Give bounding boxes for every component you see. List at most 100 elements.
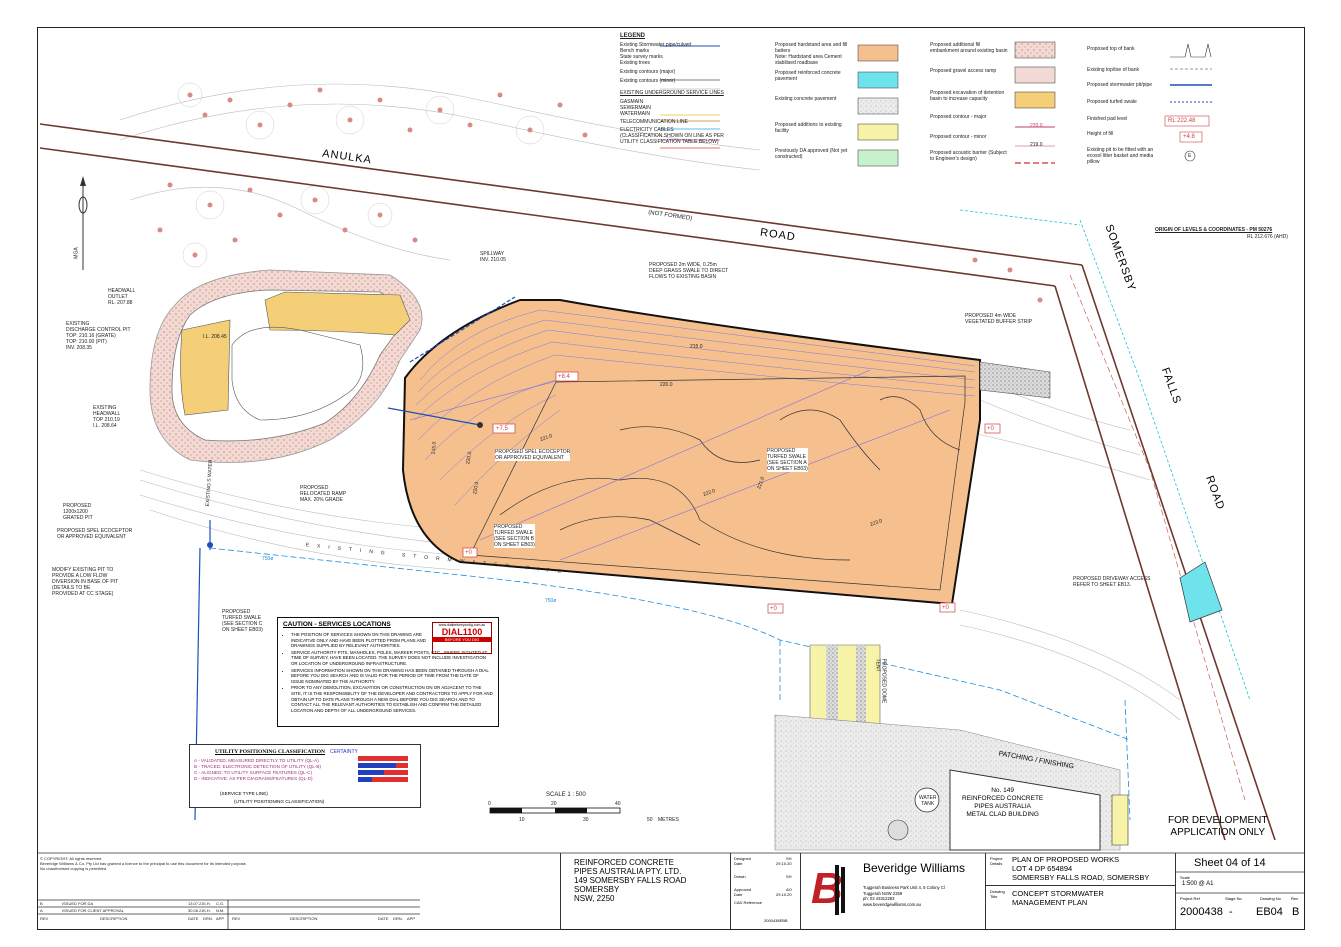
scale-tick: 40 bbox=[615, 801, 621, 807]
drawing-label: Drawing Title bbox=[990, 889, 1005, 899]
rev-desc: ISSUED FOR CLIENT APPROVAL bbox=[62, 908, 124, 913]
scale-tick: 10 bbox=[519, 817, 525, 823]
rev-header: DRN. bbox=[393, 916, 403, 921]
level-tag: +0 bbox=[987, 426, 994, 432]
meta-row: Date 29.10.20 bbox=[734, 892, 792, 897]
legend-item: Proposed excavation of detention basin t… bbox=[930, 90, 1005, 102]
caution-title: CAUTION - SERVICES LOCATIONS bbox=[283, 621, 391, 628]
upc-note: (UTILITY POSITIONING CLASSIFICATION) bbox=[234, 799, 325, 804]
caution-item: PRIOR TO ANY DEMOLITION, EXCAVATION OR C… bbox=[291, 685, 493, 713]
legend-item: Existing Stormwater pipe/culvert bbox=[620, 42, 692, 48]
rev-header: DRN. bbox=[203, 916, 213, 921]
sheet-cell: Sheet 04 of 14 Scale 1:500 @ A1 Project … bbox=[1175, 853, 1305, 930]
dial-url: www.dialbeforeyoudig.com.au bbox=[438, 623, 486, 627]
stage-no: - bbox=[1229, 906, 1233, 918]
certainty-bars bbox=[358, 756, 408, 782]
ref-values: 2000438 - EB04 B bbox=[1180, 906, 1306, 918]
company-cell: B Beveridge Williams Tuggerah Business P… bbox=[800, 853, 985, 930]
contour-label: 215.0 bbox=[690, 344, 703, 350]
upc-row: D - INDICATIVE: AS PER DIAGRAMS/FEATURES… bbox=[194, 776, 313, 781]
legend-col4: Proposed top of bank Existing top/toe of… bbox=[1087, 46, 1167, 165]
scale-tick: 30 bbox=[583, 817, 589, 823]
legend-item: Bench marks bbox=[620, 48, 650, 54]
upc-row: B - TRACED: ELECTRONIC DETECTION OF UTIL… bbox=[194, 764, 321, 769]
level-tag: +0 bbox=[942, 605, 949, 611]
spel-ecoceptor-label: PROPOSED SPEL ECOCEPTOR OR APPROVED EQUI… bbox=[495, 449, 571, 461]
dial-number: DIAL1100 bbox=[441, 627, 483, 637]
legend-item: Proposed additional fill embankment arou… bbox=[930, 42, 1008, 54]
legend-item: Proposed acoustic barrier (Subject to En… bbox=[930, 150, 1007, 162]
upc-rows: A - VALIDATED: MEASURED DIRECTLY TO UTIL… bbox=[194, 758, 321, 782]
upc-service-type: (SERVICE TYPE LINE) bbox=[220, 791, 268, 796]
service-item: GASMAIN bbox=[620, 99, 644, 105]
level-tag: +0 bbox=[465, 550, 472, 556]
project-details: PLAN OF PROPOSED WORKS LOT 4 DP 654894 S… bbox=[1012, 855, 1150, 882]
spillway-label: SPILLWAY INV. 210.05 bbox=[480, 251, 506, 263]
rev-app: N.M. bbox=[216, 908, 225, 913]
utility-classification-table: UTILITY POSITIONING CLASSIFICATION CERTA… bbox=[189, 744, 421, 808]
rev-header: REV bbox=[232, 916, 241, 921]
legend-item: Proposed additions to existing facility bbox=[775, 122, 842, 134]
development-note: FOR DEVELOPMENT APPLICATION ONLY bbox=[1168, 815, 1268, 838]
building-label: No. 149 REINFORCED CONCRETE PIPES AUSTRA… bbox=[962, 787, 1044, 818]
pad-level: RL 222.48 bbox=[1168, 118, 1196, 124]
legend-col3: Proposed additional fill embankment arou… bbox=[930, 42, 1010, 162]
contour-label: 215.0 bbox=[430, 441, 438, 455]
scale-label: SCALE 1 : 500 bbox=[546, 792, 586, 798]
client-cell: REINFORCED CONCRETE PIPES AUSTRALIA PTY.… bbox=[560, 853, 730, 930]
driveway-label: PROPOSED DRIVEWAY ACCESS REFER TO SHEET … bbox=[1073, 576, 1151, 588]
legend-col2: Proposed hardstand area and fill batters… bbox=[775, 42, 853, 168]
caution-item: SERVICES INFORMATION SHOWN ON THIS DRAWI… bbox=[291, 668, 493, 685]
rev-header: DESCRIPTION bbox=[100, 916, 128, 921]
legend-item: Existing top/toe of bank bbox=[1087, 67, 1139, 73]
caution-item: SERVICE AUTHORITY PITS, MANHOLES, POLES,… bbox=[291, 650, 493, 667]
legend-item: Existing trees bbox=[620, 60, 651, 66]
meta-cell: Designed SH Date 29.10.20 Drawn SH Appro… bbox=[730, 853, 800, 930]
turfed-swale-c-label: PROPOSED TURFED SWALE (SEE SECTION C ON … bbox=[222, 609, 263, 633]
services-note: (CLASSIFICATION SHOWN ON LINE AS PER UTI… bbox=[620, 133, 724, 145]
copyright-line: © COPYRIGHT: All rights reserved bbox=[40, 856, 102, 861]
company-name: Beveridge Williams bbox=[863, 861, 966, 875]
rev-drn: S.H. bbox=[203, 908, 211, 913]
drawing-frame bbox=[37, 27, 1305, 930]
turfed-swale-a-label: PROPOSED TURFED SWALE (SEE SECTION A ON … bbox=[767, 448, 808, 472]
beveridge-williams-logo: B bbox=[811, 864, 845, 915]
copyright-line: Beveridge Williams & Co. Pty Ltd has gra… bbox=[40, 861, 247, 866]
legend-item: Proposed turfed swale bbox=[1087, 99, 1137, 105]
rev-cell: B bbox=[40, 901, 43, 906]
ref-headers: Project Ref Stage No Drawing No Rev bbox=[1180, 896, 1299, 901]
rev-drn: S.H. bbox=[203, 901, 211, 906]
revision-row: B ISSUED FOR DA 13.07.21 S.H. C.G. bbox=[40, 901, 420, 907]
pipe-size-label: 750ø bbox=[262, 556, 274, 562]
mga-label: MGA bbox=[73, 247, 80, 259]
rev-header: APP bbox=[216, 916, 225, 921]
legend-item: Proposed stormwater pit/pipe bbox=[1087, 82, 1153, 88]
invert-level-label: I.L. 208.45 bbox=[203, 334, 227, 340]
legend-item: Proposed top of bank bbox=[1087, 46, 1135, 52]
drawing-no: EB04 bbox=[1256, 906, 1283, 918]
rev-date: 30.06.21 bbox=[188, 908, 204, 913]
grass-swale-label: PROPOSED 2m WIDE, 0.25m DEEP GRASS SWALE… bbox=[649, 262, 729, 280]
discharge-pit-label: EXISTING DISCHARGE CONTROL PIT TOP: 210.… bbox=[66, 321, 131, 351]
upc-title: UTILITY POSITIONING CLASSIFICATION bbox=[215, 749, 326, 755]
contour-major-value: 220.0 bbox=[1030, 123, 1043, 129]
copyright-line: No unauthorised copying is permitted. bbox=[40, 866, 108, 871]
legend-item: Existing contours (minor) bbox=[620, 78, 676, 84]
rev-header: APP bbox=[407, 916, 416, 921]
legend-item: Existing contours (major) bbox=[620, 69, 676, 75]
meta-row: Approved AO bbox=[734, 887, 792, 892]
drawing-title: CONCEPT STORMWATER MANAGEMENT PLAN bbox=[1012, 889, 1104, 907]
legend-title: LEGEND bbox=[620, 33, 646, 39]
legend-item: Proposed hardstand area and fill batters… bbox=[775, 42, 848, 66]
legend-item: Proposed contour - minor bbox=[930, 134, 987, 140]
upc-row: C - ALIGNED: TO UTILITY SURFACE FEATURES… bbox=[194, 770, 313, 775]
scale-tick: 20 bbox=[551, 801, 557, 807]
project-label: Project Details bbox=[990, 856, 1003, 866]
service-item: SEWERMAIN bbox=[620, 105, 651, 111]
turfed-swale-b-label: PROPOSED TURFED SWALE (SEE SECTION B ON … bbox=[494, 524, 535, 548]
rev-header: DATE bbox=[378, 916, 389, 921]
legend-item: Existing pit to be fitted with an ecosol… bbox=[1087, 147, 1154, 165]
caution-item: THE POSITION OF SERVICES SHOWN ON THIS D… bbox=[291, 632, 437, 649]
rev-app: C.G. bbox=[216, 901, 225, 906]
